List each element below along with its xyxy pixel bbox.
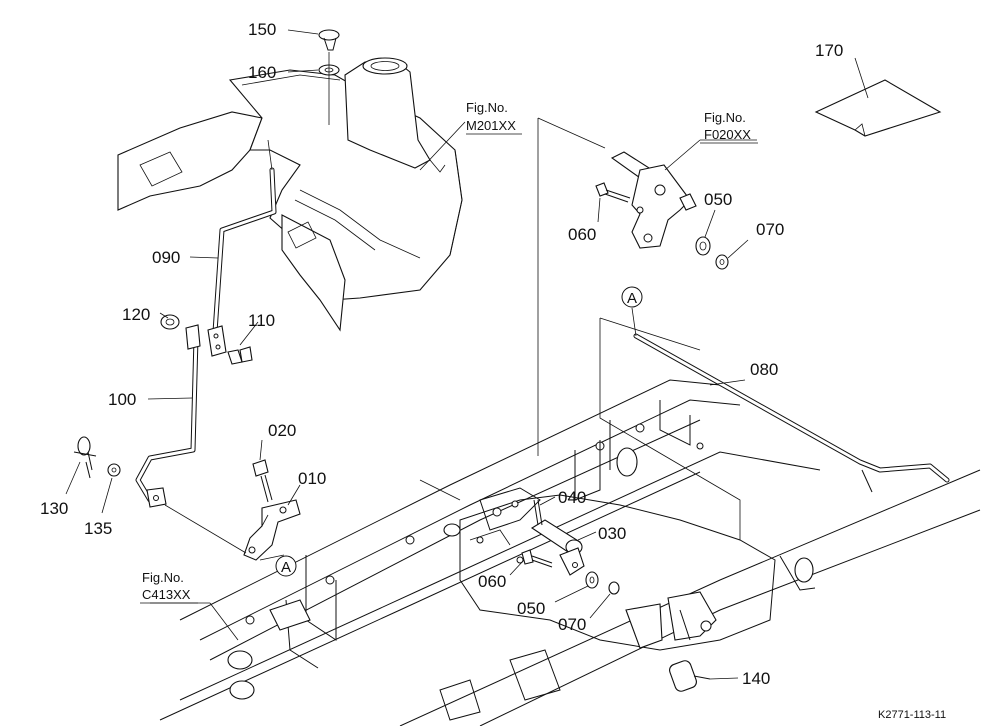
washer-050b-drawing <box>585 571 599 589</box>
marker-a-top: A <box>621 286 643 308</box>
part-number-040: 040 <box>558 488 586 507</box>
svg-text:A: A <box>281 559 291 576</box>
part-number-130: 130 <box>40 499 68 518</box>
svg-text:Fig.No.: Fig.No. <box>704 110 746 125</box>
bracket-110-drawing <box>207 325 253 365</box>
part-number-160: 160 <box>248 63 276 82</box>
part-number-135: 135 <box>84 519 112 538</box>
nut-070a-drawing <box>715 254 729 270</box>
shaft-030-drawing <box>530 519 585 576</box>
knob-150-drawing <box>318 29 340 51</box>
label-170-drawing <box>814 79 942 137</box>
bolt-060a-drawing <box>595 182 631 203</box>
svg-text:Fig.No.: Fig.No. <box>142 570 184 585</box>
part-number-090: 090 <box>152 248 180 267</box>
figure-reference-f020xx: Fig.No. F020XX <box>700 110 758 144</box>
part-number-170: 170 <box>815 41 843 60</box>
nut-070b-drawing <box>608 581 620 595</box>
fender-cover-drawing <box>117 57 463 332</box>
part-number-030: 030 <box>598 524 626 543</box>
part-number-070-upper: 070 <box>756 220 784 239</box>
part-number-labels: 150 160 170 090 120 110 100 130 135 020 … <box>40 20 843 688</box>
part-number-020: 020 <box>268 421 296 440</box>
part-number-120: 120 <box>122 305 150 324</box>
part-number-080: 080 <box>750 360 778 379</box>
nut-120-drawing <box>160 314 180 330</box>
part-number-060-upper: 060 <box>568 225 596 244</box>
svg-text:Fig.No.: Fig.No. <box>466 100 508 115</box>
bolt-020-drawing <box>252 459 273 503</box>
marker-a-bottom: A <box>275 555 297 577</box>
pin-130-drawing <box>73 436 97 479</box>
part-number-050-upper: 050 <box>704 190 732 209</box>
washer-135-drawing <box>107 463 121 477</box>
spring-140-drawing <box>625 591 717 692</box>
part-number-050-lower: 050 <box>517 599 545 618</box>
drawing-code: K2771-113-11 <box>878 709 946 721</box>
part-number-010: 010 <box>298 469 326 488</box>
bolt-060b-drawing <box>521 549 553 568</box>
part-number-140: 140 <box>742 669 770 688</box>
rod-090-drawing <box>212 139 277 335</box>
part-number-110: 110 <box>248 311 275 330</box>
pin-040-drawing <box>533 499 543 526</box>
pedal-assembly-drawing <box>610 151 697 249</box>
svg-text:M201XX: M201XX <box>466 118 516 133</box>
part-number-150: 150 <box>248 20 276 39</box>
svg-text:A: A <box>627 290 637 307</box>
arm-010-drawing <box>243 499 301 561</box>
svg-text:F020XX: F020XX <box>704 127 751 142</box>
part-number-060-lower: 060 <box>478 572 506 591</box>
section-lines <box>419 117 741 540</box>
rod-100-drawing <box>135 324 201 508</box>
washer-050a-drawing <box>695 236 711 256</box>
rod-080-drawing <box>633 333 950 493</box>
frame-drawing <box>159 379 981 726</box>
svg-text:C413XX: C413XX <box>142 587 191 602</box>
figure-reference-c413xx: Fig.No. C413XX <box>140 570 198 604</box>
figure-reference-m201xx: Fig.No. M201XX <box>466 100 522 135</box>
part-number-100: 100 <box>108 390 136 409</box>
part-number-070-lower: 070 <box>558 615 586 634</box>
